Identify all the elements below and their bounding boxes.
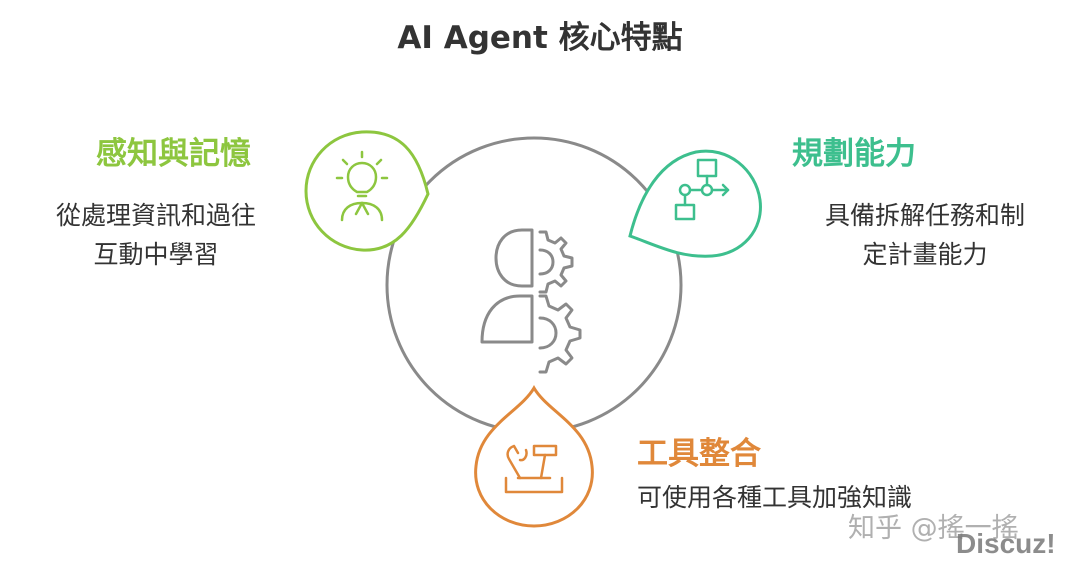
tools-heading: 工具整合 [637, 436, 761, 472]
flowchart-icon [674, 158, 730, 221]
planning-heading: 規劃能力 [792, 136, 916, 172]
discuz-watermark: Discuz! [956, 528, 1056, 559]
tools-line-1: 可使用各種工具加強知識 [637, 483, 913, 512]
planning-line-2: 定計畫能力 [862, 240, 988, 269]
perception-line-1: 從處理資訊和過往 [55, 201, 256, 230]
tools-drop [474, 385, 594, 528]
head-gears-icon [480, 228, 582, 374]
perception-line-2: 互動中學習 [93, 240, 219, 269]
toolbox-icon [504, 444, 564, 494]
planning-description: 具備拆解任務和制 定計畫能力 [790, 196, 1060, 274]
zhihu-watermark: 知乎 @搖一搖 [848, 513, 1019, 544]
tools-description: 可使用各種工具加強知識 [637, 478, 912, 517]
planning-line-1: 具備拆解任務和制 [824, 201, 1025, 230]
perception-description: 從處理資訊和過往 互動中學習 [26, 196, 286, 274]
page-title: AI Agent 核心特點 [397, 20, 683, 56]
perception-heading: 感知與記憶 [96, 136, 251, 172]
planning-drop [628, 149, 762, 258]
lightbulb-person-icon [335, 150, 389, 222]
